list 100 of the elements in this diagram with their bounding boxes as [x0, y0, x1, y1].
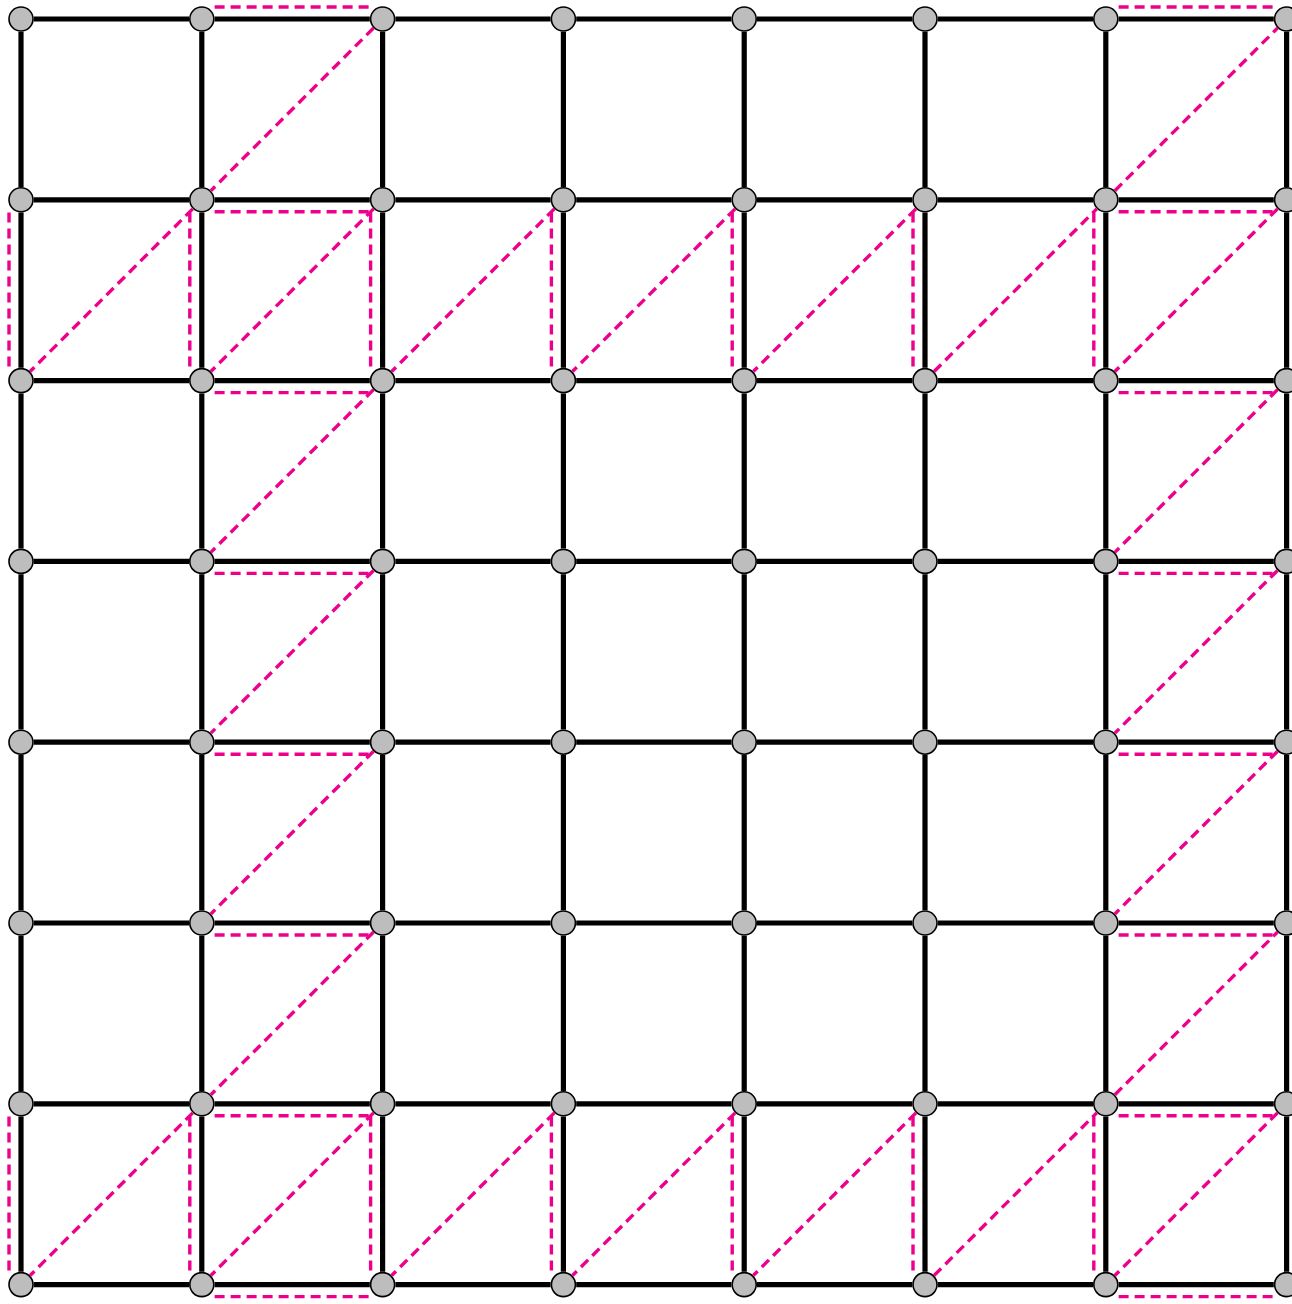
dashed-edge [752, 1111, 918, 1277]
edge-line [576, 920, 732, 926]
dashed-edge [1118, 571, 1274, 576]
dashed-edge [1113, 569, 1279, 735]
vertex-circle [912, 910, 938, 936]
edge-line [741, 212, 747, 368]
vertex-circle [1273, 1271, 1292, 1298]
vertex-circle [189, 367, 215, 394]
vertex-circle [8, 910, 34, 936]
vertex-circle [189, 910, 215, 936]
edge-line [560, 935, 566, 1091]
vertex-circle [369, 187, 396, 213]
dashed-edge [214, 1294, 370, 1299]
vertex-circle [1093, 1091, 1119, 1117]
vertex-circle [912, 1271, 938, 1298]
dashed-edge [209, 388, 375, 554]
edge-line [757, 16, 913, 22]
edge-line [214, 920, 370, 926]
dashed-edge [549, 212, 554, 368]
vertex-circle [8, 729, 34, 755]
dashed-edge [752, 207, 918, 373]
edge-line [757, 739, 913, 745]
vertex-circle [369, 367, 396, 394]
dashed-edge [28, 1111, 194, 1277]
edge-line [199, 1116, 205, 1272]
dashed-edge [1118, 390, 1274, 395]
edge-line [199, 574, 205, 730]
dashed-edge [214, 5, 370, 9]
vertex-circle [1273, 1091, 1292, 1117]
edge-line [560, 755, 566, 911]
edge-line [741, 574, 747, 730]
vertex-circle [369, 1271, 396, 1298]
edge-line [757, 1101, 913, 1107]
edge-line [922, 574, 928, 730]
dashed-edge [1092, 1116, 1096, 1272]
edge-line [922, 31, 928, 187]
vertex-circle [369, 729, 396, 755]
vertex-circle [8, 187, 34, 213]
edge-line [214, 16, 370, 22]
vertex-circle [1093, 6, 1119, 32]
vertex-circle [189, 1091, 215, 1117]
vertex-circle [731, 1271, 757, 1298]
edge-line [741, 935, 747, 1091]
edge-line [576, 739, 732, 745]
edge-line [937, 16, 1093, 22]
edge-line [214, 739, 370, 745]
edge-line [1118, 739, 1274, 745]
edge-line [1103, 31, 1109, 187]
edge-line [395, 920, 551, 926]
dashed-edge [549, 1116, 554, 1272]
edge-line [214, 1101, 370, 1107]
vertex-circle [550, 548, 577, 575]
dashed-edge [214, 933, 370, 937]
dashed-edge [571, 207, 737, 373]
edge-line [395, 558, 551, 564]
edge-line [922, 212, 928, 368]
edge-line [560, 212, 566, 368]
vertex-circle [550, 1271, 577, 1298]
vertex-circle [369, 910, 396, 936]
edge-line [1103, 1116, 1109, 1272]
vertex-circle [731, 187, 757, 213]
edge-line [576, 1282, 732, 1288]
edge-line [560, 574, 566, 730]
vertex-circle [189, 548, 215, 575]
edge-line [937, 197, 1093, 203]
edge-line [199, 393, 205, 549]
edge-line [1118, 1101, 1274, 1107]
vertex-circle [8, 548, 34, 575]
vertex-circle [189, 187, 215, 213]
edge-line [922, 393, 928, 549]
edge-line [380, 574, 386, 730]
dashed-edge [368, 1116, 373, 1272]
edge-line [741, 393, 747, 549]
edge-line [937, 1101, 1093, 1107]
dashed-edge [209, 1111, 375, 1277]
edge-line [576, 16, 732, 22]
edge-line [214, 558, 370, 564]
edge-line [18, 1116, 24, 1272]
dashed-edge [188, 1116, 192, 1272]
dashed-edge [1113, 388, 1279, 554]
vertex-circle [189, 6, 215, 32]
edge-line [18, 755, 24, 911]
edge-line [199, 935, 205, 1091]
dashed-edge [1118, 1294, 1274, 1299]
edge-line [214, 377, 370, 384]
edge-line [576, 1101, 732, 1107]
vertex-circle [1273, 910, 1292, 936]
vertex-circle [550, 910, 577, 936]
vertex-circle [1273, 6, 1292, 32]
vertex-circle [550, 729, 577, 755]
edge-line [922, 755, 928, 911]
dashed-edge [188, 212, 192, 368]
edge-line [937, 1282, 1093, 1288]
vertex-circle [550, 187, 577, 213]
vertex-circle [731, 6, 757, 32]
edge-line [560, 31, 566, 187]
vertex-circle [8, 6, 34, 32]
vertex-circle [8, 367, 34, 394]
dashed-edge [214, 752, 370, 756]
edge-line [33, 739, 189, 745]
